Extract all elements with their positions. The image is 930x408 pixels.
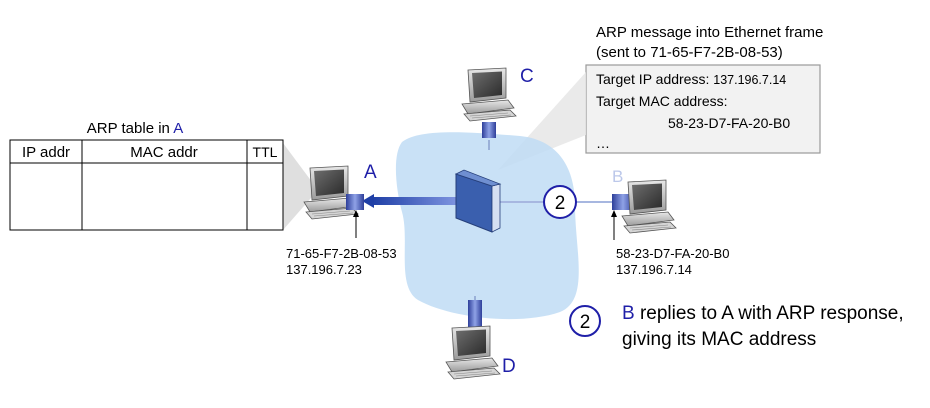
callout-target-ip-label: Target IP address: bbox=[596, 71, 713, 87]
node-b-ip: 137.196.7.14 bbox=[616, 262, 692, 277]
callout-box bbox=[585, 64, 821, 154]
computer-icon bbox=[461, 67, 517, 122]
arp-table: ARP table in A IP addr MAC addr TTL bbox=[9, 120, 284, 231]
node-b-label: B bbox=[612, 167, 623, 186]
computer-icon bbox=[303, 165, 359, 220]
arp-table-col-ip: IP addr bbox=[22, 144, 70, 161]
callout-target-ip-value: 137.196.7.14 bbox=[713, 73, 786, 87]
cable-a bbox=[346, 194, 364, 210]
arp-table-title-node: A bbox=[173, 120, 183, 137]
step-text-line2: giving its MAC address bbox=[622, 329, 816, 350]
step-number: 2 bbox=[580, 312, 591, 333]
cable-c bbox=[482, 122, 496, 138]
arp-reply-arrow bbox=[362, 194, 458, 208]
computer-b: B 58-23-D7-FA-20-B0 137.196.7.14 bbox=[611, 167, 729, 277]
switch-icon bbox=[454, 169, 502, 233]
arp-callout: ARP message into Ethernet frame (sent to… bbox=[498, 24, 823, 170]
arp-table-title: ARP table in A bbox=[87, 120, 183, 137]
cable-d bbox=[468, 300, 482, 330]
node-a-mac: 71-65-F7-2B-08-53 bbox=[286, 246, 397, 261]
arrow-icon bbox=[372, 197, 458, 205]
node-a-label: A bbox=[364, 162, 377, 183]
arp-table-frame bbox=[9, 139, 284, 231]
table-pointer bbox=[283, 143, 318, 230]
step-explanation: 2 B replies to A with ARP response, givi… bbox=[569, 303, 904, 350]
node-d-label: D bbox=[502, 356, 516, 377]
step-node: B bbox=[622, 303, 635, 324]
step-number-on-link: 2 bbox=[555, 193, 566, 214]
computer-a: A 71-65-F7-2B-08-53 137.196.7.23 bbox=[283, 143, 397, 277]
callout-ellipsis: … bbox=[596, 135, 610, 151]
node-b-mac: 58-23-D7-FA-20-B0 bbox=[616, 246, 729, 261]
node-c-label: C bbox=[520, 66, 534, 87]
cable-b bbox=[612, 194, 634, 210]
node-a-ip: 137.196.7.23 bbox=[286, 262, 362, 277]
callout-target-ip: Target IP address: 137.196.7.14 bbox=[596, 71, 786, 87]
step-text-line1: B replies to A with ARP response, bbox=[622, 303, 904, 324]
callout-header-line2: (sent to 71-65-F7-2B-08-53) bbox=[596, 44, 783, 61]
computer-icon bbox=[621, 179, 677, 234]
arp-table-title-prefix: ARP table in bbox=[87, 120, 173, 137]
step-text-line1-rest: replies to A with ARP response, bbox=[635, 303, 904, 324]
arp-table-col-mac: MAC addr bbox=[130, 144, 198, 161]
step-circle-icon bbox=[569, 305, 601, 337]
step-circle-icon: 2 bbox=[543, 185, 577, 219]
callout-target-mac-label: Target MAC address: bbox=[596, 93, 728, 109]
callout-target-mac-value: 58-23-D7-FA-20-B0 bbox=[668, 115, 790, 131]
computer-c: C bbox=[461, 66, 534, 138]
computer-icon bbox=[445, 325, 501, 380]
callout-header-line1: ARP message into Ethernet frame bbox=[596, 24, 823, 41]
computer-d: D bbox=[445, 300, 516, 380]
arp-table-col-ttl: TTL bbox=[253, 144, 278, 160]
